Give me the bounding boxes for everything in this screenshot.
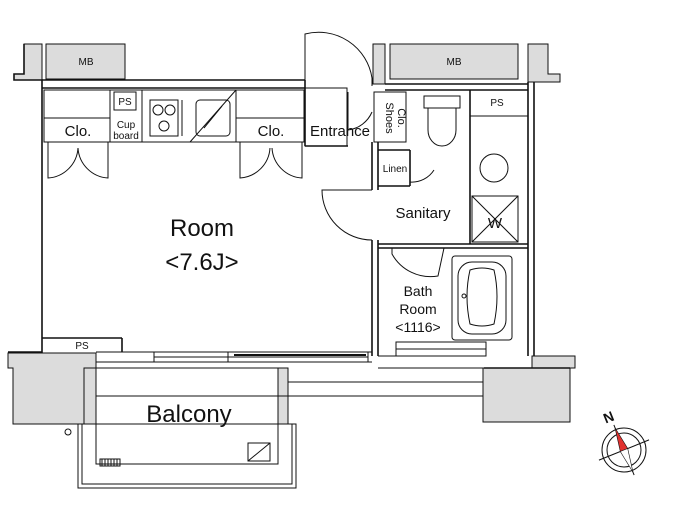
bath-label-line2: Room bbox=[399, 301, 436, 317]
sanitary-label: Sanitary bbox=[395, 205, 451, 222]
linen-label: Linen bbox=[383, 164, 407, 175]
room-window bbox=[96, 351, 372, 363]
sanitary-fixtures bbox=[423, 89, 529, 243]
toilet-tank bbox=[423, 95, 461, 109]
balcony-label: Balcony bbox=[146, 401, 231, 428]
center-wall-stub bbox=[372, 43, 386, 85]
bath-size-label: <1116> bbox=[395, 319, 440, 335]
wall-lines bbox=[8, 44, 570, 369]
bathtub bbox=[451, 255, 513, 341]
shoes-closet-label-line1: Shoes bbox=[383, 102, 395, 134]
balcony-area bbox=[64, 367, 483, 489]
mb-box-left bbox=[45, 43, 126, 80]
compass-north-label: N bbox=[601, 408, 616, 427]
cupboard-label-line1: Cup bbox=[117, 120, 136, 131]
washer-pan bbox=[471, 195, 519, 243]
mb-box-right bbox=[389, 43, 519, 80]
closet-right-label: Clo. bbox=[258, 123, 285, 140]
ps-room-label: PS bbox=[75, 341, 89, 352]
balcony-left-wall bbox=[83, 367, 97, 425]
compass-icon bbox=[598, 424, 650, 476]
bath-door-swing bbox=[391, 247, 445, 278]
entrance-label: Entrance bbox=[310, 123, 370, 140]
sink bbox=[195, 99, 231, 137]
right-upper-column bbox=[527, 43, 561, 83]
room-size-label: <7.6J> bbox=[165, 249, 238, 276]
washer-label: W bbox=[488, 215, 503, 232]
room-name-label: Room bbox=[170, 215, 234, 242]
kitchen-counter bbox=[43, 89, 305, 143]
room-door-swing bbox=[321, 189, 373, 241]
right-lower-column bbox=[482, 355, 576, 423]
structural-walls bbox=[7, 43, 576, 425]
wash-basin bbox=[479, 153, 509, 183]
shoes-closet-label-line2: Clo. bbox=[395, 108, 407, 128]
stove bbox=[149, 99, 179, 137]
left-lower-column bbox=[7, 352, 97, 425]
shoe-closet bbox=[373, 91, 407, 143]
door-swings bbox=[47, 31, 445, 278]
mb-left-label: MB bbox=[79, 57, 94, 68]
balcony-hatch bbox=[247, 442, 271, 462]
ps-sanitary-label: PS bbox=[490, 98, 504, 109]
mb-right-label: MB bbox=[447, 57, 462, 68]
toilet-bowl bbox=[427, 108, 457, 147]
ps-kitchen-label: PS bbox=[118, 97, 132, 108]
closet-left-label: Clo. bbox=[65, 123, 92, 140]
bath-label-line1: Bath bbox=[404, 283, 433, 299]
entrance-area bbox=[304, 87, 407, 147]
cupboard-label-line2: board bbox=[113, 131, 139, 142]
linen-door-swing bbox=[409, 150, 435, 183]
bath-window bbox=[378, 341, 487, 369]
entrance-door-swing bbox=[304, 31, 373, 80]
